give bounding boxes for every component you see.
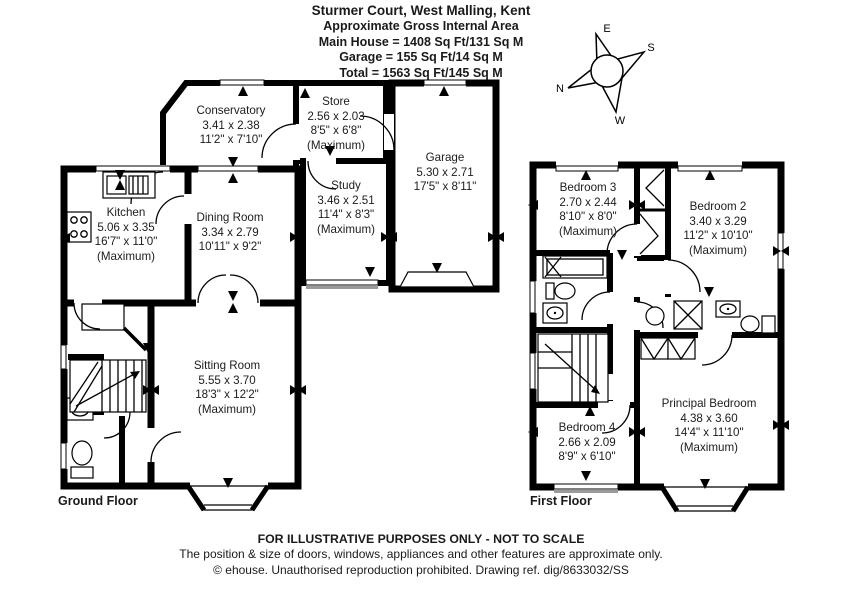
footer-approximation-note: The position & size of doors, windows, a… (179, 547, 663, 561)
compass-west-label: W (615, 115, 626, 127)
sitting-room (147, 299, 302, 490)
shower-icon (673, 300, 703, 330)
ground-floor-plan (60, 79, 504, 512)
wardrobe-1 (645, 169, 665, 207)
compass-north-label: N (556, 83, 564, 95)
first-floor-label: First Floor (530, 494, 592, 508)
ensuite-toilet-icon (740, 315, 776, 334)
garage-window (423, 79, 467, 86)
bedroom4-window (553, 483, 619, 490)
bathroom-toilet-icon (545, 282, 576, 300)
garage-door (399, 271, 475, 288)
ground-floor-label: Ground Floor (58, 494, 138, 508)
wardrobe-2 (639, 213, 659, 255)
ground-stairs (69, 359, 147, 413)
bathroom-window (529, 280, 536, 314)
conservatory-window (219, 79, 265, 86)
principal-bay-window (659, 485, 751, 513)
sitting-bay-window (185, 484, 271, 512)
hall-window-1 (60, 344, 67, 370)
footer-disclaimer: FOR ILLUSTRATIVE PURPOSES ONLY - NOT TO … (257, 532, 585, 546)
bathroom-sink-icon (542, 302, 568, 324)
compass-south-label: S (647, 42, 654, 54)
compass-east-label: E (603, 23, 610, 35)
header: Sturmer Court, West Malling, Kent Approx… (0, 3, 842, 81)
header-garage-area: Garage = 155 Sq Ft/14 Sq M (339, 50, 503, 64)
page-title: Sturmer Court, West Malling, Kent (311, 3, 531, 18)
wc-toilet-icon (70, 440, 94, 479)
kitchen-window (95, 165, 171, 172)
hall-window-2 (60, 442, 67, 470)
ensuite-basin-icon (645, 306, 665, 326)
footer: FOR ILLUSTRATIVE PURPOSES ONLY - NOT TO … (0, 531, 842, 578)
study-window (305, 279, 379, 286)
first-floor-plan (528, 161, 789, 513)
ensuite-sink-icon (715, 300, 741, 318)
garage-room (388, 79, 500, 293)
first-floor-outline (529, 161, 785, 491)
footer-copyright: © ehouse. Unauthorised reproduction proh… (213, 562, 629, 577)
bedroom3-window (555, 165, 619, 172)
conservatory-dining-window (197, 165, 259, 172)
front-door (81, 303, 153, 353)
hob-icon (66, 211, 92, 243)
header-total-area: Total = 1563 Sq Ft/145 Sq M (339, 65, 503, 80)
stairs-window (529, 352, 536, 390)
header-subtitle: Approximate Gross Internal Area (323, 19, 519, 33)
first-floor-stairs (537, 333, 609, 403)
bath-icon (542, 255, 608, 279)
kitchen-sink-icon (102, 171, 156, 199)
compass-rose-icon: E S N W (556, 23, 655, 127)
header-main-house-area: Main House = 1408 Sq Ft/131 Sq M (318, 34, 524, 49)
principal-wardrobe (640, 337, 696, 361)
